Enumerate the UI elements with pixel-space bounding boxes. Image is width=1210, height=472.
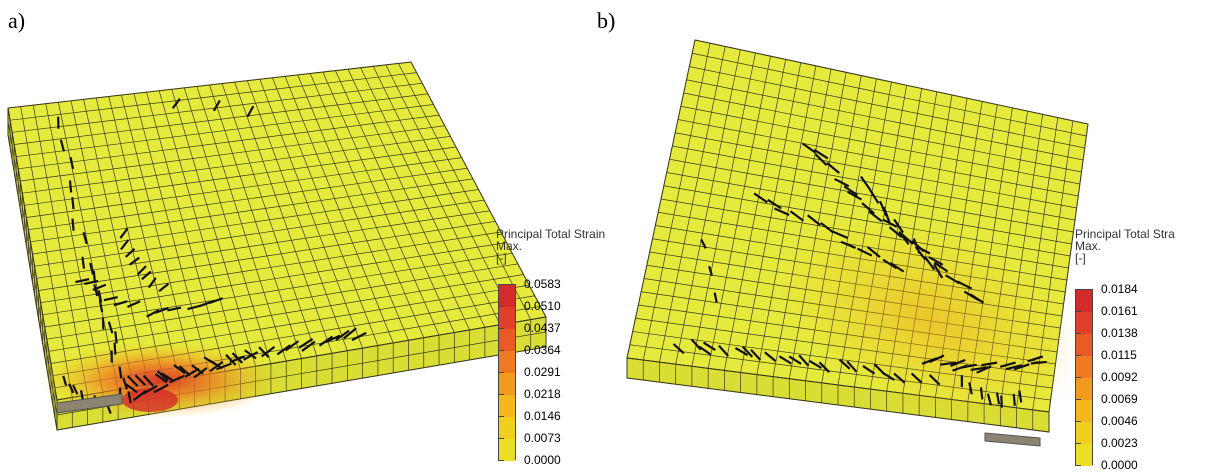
legend-tick-label: 0.0000 xyxy=(524,454,561,466)
crack-mark xyxy=(70,180,71,192)
legend-tick-label: 0.0510 xyxy=(524,300,561,312)
legend-color-segment xyxy=(1076,400,1092,422)
legend-tick-label: 0.0115 xyxy=(1101,349,1137,361)
legend-color-segment xyxy=(499,351,515,373)
legend-b-title-2: Max. xyxy=(1075,240,1175,252)
legend-color-segment xyxy=(499,417,515,439)
legend-b-title-3: [-] xyxy=(1075,252,1175,264)
crack-mark xyxy=(72,197,73,209)
legend-tick-label: 0.0000 xyxy=(1101,459,1138,471)
legend-color-segment xyxy=(499,329,515,351)
legend-color-segment xyxy=(499,439,515,461)
slab-b xyxy=(627,40,1111,459)
legend-color-segment xyxy=(1076,290,1092,312)
crack-mark xyxy=(1031,362,1047,364)
legend-color-segment xyxy=(1076,444,1092,466)
legend-color-segment xyxy=(499,373,515,395)
legend-tick-label: 0.0146 xyxy=(524,410,561,422)
crack-mark xyxy=(72,219,73,231)
legend-tick-label: 0.0069 xyxy=(1101,393,1138,405)
legend-color-segment xyxy=(499,285,515,307)
legend-color-segment xyxy=(1076,422,1092,444)
crack-mark xyxy=(82,257,84,269)
crack-mark xyxy=(1014,394,1015,406)
legend-tick-label: 0.0161 xyxy=(1101,305,1138,317)
legend-tick-label: 0.0291 xyxy=(524,366,561,378)
legend-tick-label: 0.0092 xyxy=(1101,371,1138,383)
legend-tick-label: 0.0437 xyxy=(524,322,561,334)
legend-b: Principal Total Stra Max. [-] xyxy=(1075,228,1175,264)
slab-a xyxy=(8,62,546,430)
legend-tick-label: 0.0364 xyxy=(524,344,561,356)
support-b xyxy=(985,433,1040,446)
legend-tick-label: 0.0184 xyxy=(1101,283,1138,295)
legend-color-segment xyxy=(1076,312,1092,334)
crack-mark xyxy=(114,343,115,355)
legend-color-segment xyxy=(1076,356,1092,378)
crack-mark xyxy=(1001,396,1002,408)
crack-mark xyxy=(115,331,116,343)
legend-a-title-2: Max. xyxy=(496,240,605,252)
legend-tick-label: 0.0138 xyxy=(1101,327,1138,339)
legend-tick-label: 0.0046 xyxy=(1101,415,1138,427)
legend-a: Principal Total Strain Max. [-] xyxy=(496,228,605,264)
legend-tick-label: 0.0073 xyxy=(524,432,561,444)
legend-tick-label: 0.0583 xyxy=(524,278,561,290)
legend-tick-label: 0.0218 xyxy=(524,388,561,400)
legend-color-segment xyxy=(499,307,515,329)
legend-tick-label: 0.0023 xyxy=(1101,437,1138,449)
legend-color-segment xyxy=(1076,378,1092,400)
legend-a-title-3: [-] xyxy=(496,252,605,264)
crack-mark xyxy=(981,387,982,399)
legend-color-segment xyxy=(499,395,515,417)
legend-color-segment xyxy=(1076,334,1092,356)
